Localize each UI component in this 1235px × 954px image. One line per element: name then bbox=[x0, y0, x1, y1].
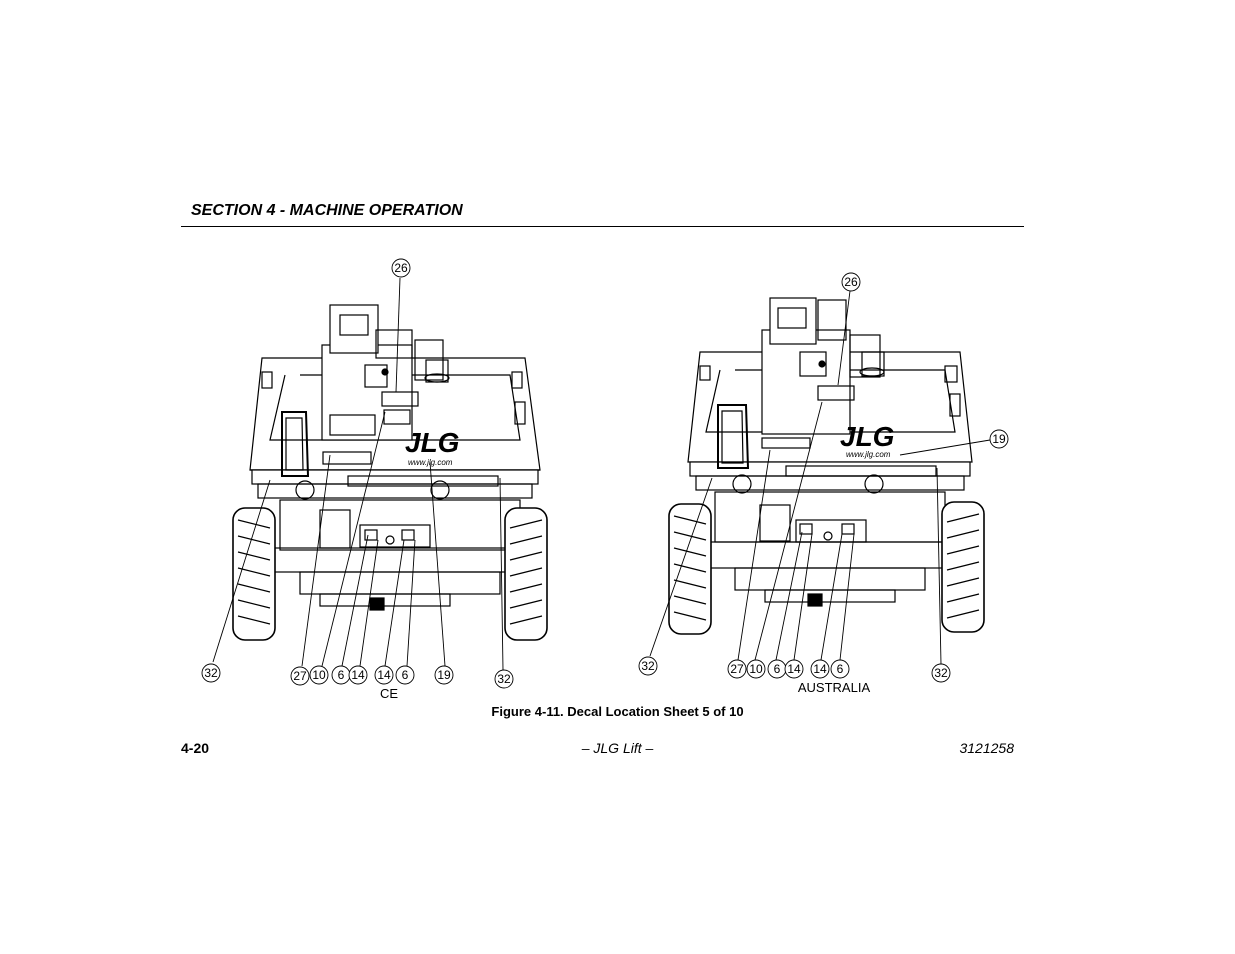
left-callout-26: 26 bbox=[394, 261, 408, 275]
right-callout-26: 26 bbox=[844, 275, 858, 289]
left-callout-circles bbox=[201, 258, 514, 689]
left-callout-6b: 6 bbox=[402, 668, 409, 682]
right-leader-lines bbox=[649, 290, 991, 665]
left-machine-drawing: JLG www.jlg.com bbox=[232, 304, 548, 641]
left-callout-19: 19 bbox=[437, 668, 451, 682]
right-jlg-logo: JLG bbox=[840, 421, 894, 452]
left-callout-14a: 14 bbox=[351, 668, 365, 682]
right-machine-drawing: JLG www.jlg.com bbox=[668, 297, 985, 635]
right-callout-32a: 32 bbox=[641, 659, 655, 673]
right-callout-14a: 14 bbox=[787, 662, 801, 676]
right-callout-circles bbox=[638, 272, 1009, 683]
header-rule bbox=[181, 226, 1024, 227]
left-jlg-logo: JLG bbox=[405, 427, 459, 458]
left-callout-32a: 32 bbox=[204, 666, 218, 680]
right-region-label: AUSTRALIA bbox=[798, 680, 871, 695]
left-callout-10: 10 bbox=[312, 668, 326, 682]
right-callout-10: 10 bbox=[749, 662, 763, 676]
right-jlg-url: www.jlg.com bbox=[846, 450, 891, 459]
left-leader-lines bbox=[212, 277, 504, 671]
figure-caption: Figure 4-11. Decal Location Sheet 5 of 1… bbox=[491, 704, 744, 719]
right-callout-19: 19 bbox=[992, 432, 1006, 446]
footer-center-text: – JLG Lift – bbox=[581, 740, 654, 756]
left-callout-14b: 14 bbox=[377, 668, 391, 682]
section-title: SECTION 4 - MACHINE OPERATION bbox=[191, 202, 463, 219]
page-number: 4-20 bbox=[181, 740, 210, 756]
right-callout-27: 27 bbox=[730, 662, 744, 676]
right-callout-14b: 14 bbox=[813, 662, 827, 676]
left-callout-6a: 6 bbox=[338, 668, 345, 682]
right-callout-6a: 6 bbox=[774, 662, 781, 676]
right-callout-32b: 32 bbox=[934, 666, 948, 680]
right-callout-6b: 6 bbox=[837, 662, 844, 676]
left-region-label: CE bbox=[380, 686, 398, 701]
document-number: 3121258 bbox=[959, 740, 1014, 756]
left-callout-32b: 32 bbox=[497, 672, 511, 686]
left-callout-27: 27 bbox=[293, 669, 307, 683]
